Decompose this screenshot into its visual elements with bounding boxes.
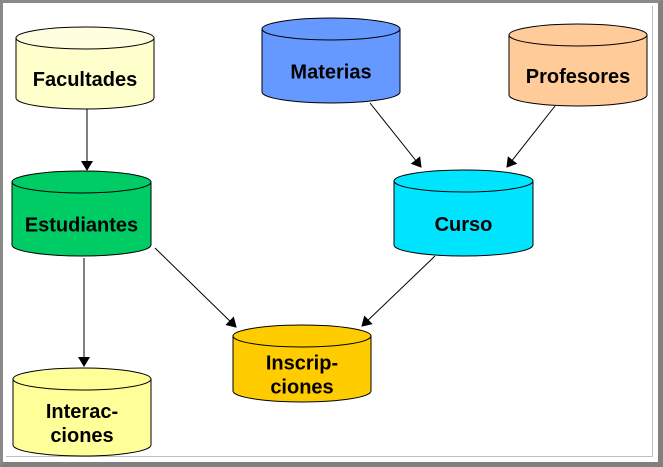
edge-curso-to-inscripciones	[361, 255, 436, 327]
node-profesores: Profesores	[508, 23, 648, 107]
cylinder-top	[11, 170, 152, 194]
cylinder-top	[261, 17, 401, 41]
cylinder-top	[12, 367, 152, 391]
node-label: Estudiantes	[25, 215, 138, 237]
node-facultades: Facultades	[15, 26, 155, 110]
edges-layer	[78, 102, 556, 367]
diagram-frame-inner	[6, 6, 653, 457]
cylinder-top	[393, 169, 534, 193]
node-label: Curso	[435, 214, 493, 236]
cylinder-body	[11, 181, 152, 257]
node-label: Inscrip-	[266, 353, 338, 375]
node-label: Facultades	[33, 69, 137, 91]
node-label: Materias	[290, 62, 371, 84]
cylinder-body	[15, 37, 155, 110]
cylinder-body	[232, 335, 372, 403]
node-inscripciones: Inscrip-ciones	[232, 324, 372, 403]
node-label: ciones	[50, 425, 113, 447]
cylinder-top	[15, 26, 155, 50]
cylinder-body	[261, 28, 401, 104]
edge-materias-to-curso	[369, 102, 422, 168]
cylinder-body	[12, 378, 152, 457]
node-label: Interac-	[46, 401, 118, 423]
cylinder-top	[508, 23, 648, 47]
edge-profesores-to-curso	[506, 105, 556, 168]
cylinder-body	[393, 180, 534, 257]
edge-estudiantes-to-inscripciones	[154, 247, 237, 328]
node-materias: Materias	[261, 17, 401, 104]
cylinder-body	[508, 34, 648, 107]
node-interacciones: Interac-ciones	[12, 367, 152, 457]
cylinder-top	[232, 324, 372, 348]
node-curso: Curso	[393, 169, 534, 257]
node-label: ciones	[270, 377, 333, 399]
node-label: Profesores	[526, 66, 631, 88]
node-estudiantes: Estudiantes	[11, 170, 152, 257]
